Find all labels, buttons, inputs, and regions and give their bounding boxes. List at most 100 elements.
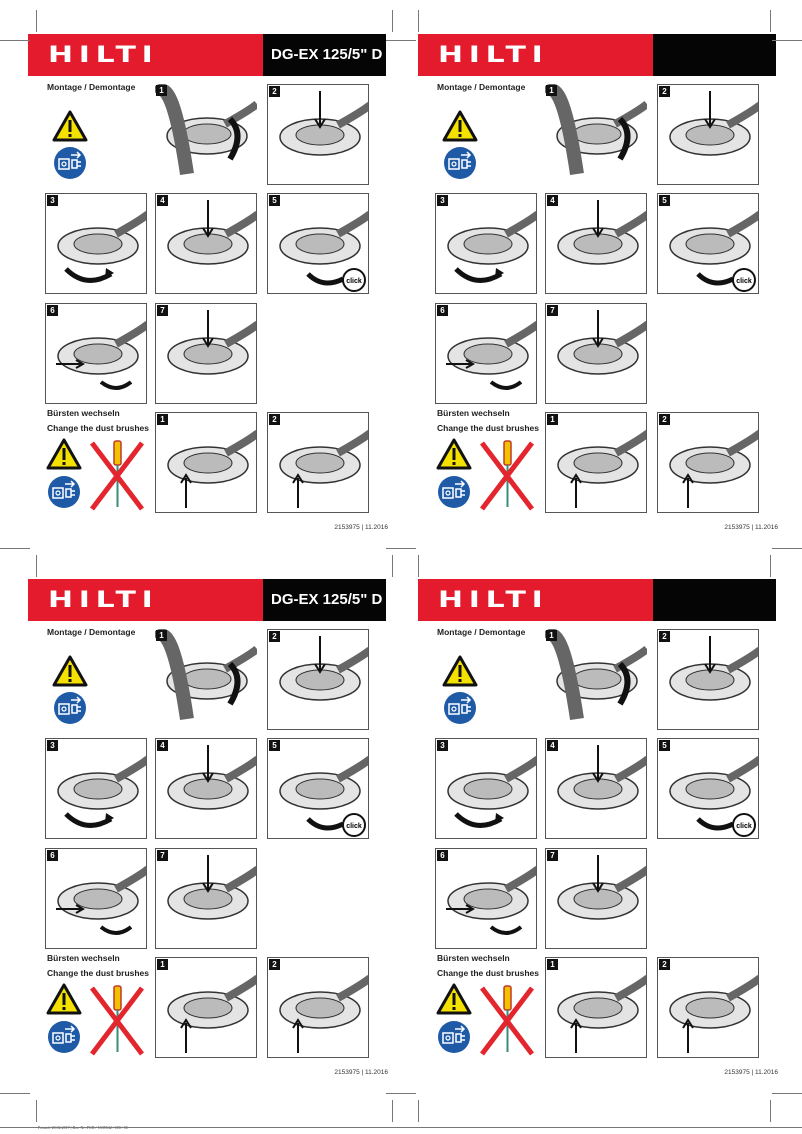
- step-number: 2: [269, 959, 280, 970]
- step-number: 2: [269, 86, 280, 97]
- model-title: DG-EX 125/5" D: [271, 591, 383, 608]
- section-title-assembly: Montage / Demontage: [437, 627, 526, 637]
- crop-mark: [386, 1093, 416, 1094]
- brush-step-illustration: 1: [155, 957, 257, 1058]
- header-model-bar: [263, 579, 386, 621]
- step-number: 1: [157, 959, 168, 970]
- unplug-icon: [47, 1020, 81, 1059]
- crop-mark: [386, 40, 416, 41]
- doc-reference: 2153975 | 11.2016: [724, 524, 778, 531]
- step-number: 3: [437, 740, 448, 751]
- step-illustration: 4: [545, 193, 647, 294]
- step-number: 5: [269, 195, 280, 206]
- step-number: 6: [47, 850, 58, 861]
- step-number: 4: [547, 740, 558, 751]
- step-illustration: 1: [545, 629, 647, 730]
- step-illustration: 3: [435, 193, 537, 294]
- step-number: 5: [269, 740, 280, 751]
- step-number: 1: [546, 630, 557, 641]
- section-title-brushes-en: Change the dust brushes: [437, 968, 540, 978]
- unplug-icon: [53, 146, 87, 185]
- hilti-logo: HILTI: [48, 587, 159, 613]
- crop-mark: [0, 1093, 30, 1094]
- unplug-icon: [437, 475, 471, 514]
- step-number: 1: [547, 414, 558, 425]
- step-number: 5: [659, 740, 670, 751]
- hilti-logo: HILTI: [48, 42, 159, 68]
- crop-mark: [772, 1093, 802, 1094]
- step-number: 2: [269, 414, 280, 425]
- step-illustration: 2: [267, 629, 369, 730]
- unplug-icon: [437, 1020, 471, 1059]
- warning-icon: [46, 983, 82, 1020]
- step-number: 2: [269, 631, 280, 642]
- no-screwdriver-icon: [86, 439, 148, 516]
- step-illustration: 1: [155, 629, 257, 730]
- warning-icon: [436, 438, 472, 475]
- instruction-panel: HILTI DG-EX 125/5" D Montage / Demontage 1 2…: [28, 579, 418, 1124]
- brush-step-illustration: 2: [657, 412, 759, 513]
- step-illustration: 4: [155, 738, 257, 839]
- crop-mark: [772, 548, 802, 549]
- section-title-assembly: Montage / Demontage: [47, 82, 136, 92]
- crop-mark: [36, 1100, 37, 1122]
- warning-icon: [442, 110, 478, 147]
- brush-step-illustration: 2: [267, 957, 369, 1058]
- step-number: 2: [659, 959, 670, 970]
- section-title-brushes-de: Bürsten wechseln: [47, 408, 120, 418]
- crop-mark: [386, 548, 416, 549]
- click-label: click: [346, 823, 362, 830]
- hilti-logo: HILTI: [438, 587, 549, 613]
- step-illustration: 7: [155, 848, 257, 949]
- step-illustration: 2: [657, 629, 759, 730]
- header-model-bar: [263, 34, 386, 76]
- section-title-assembly: Montage / Demontage: [47, 627, 136, 637]
- step-number: 5: [659, 195, 670, 206]
- section-title-brushes-de: Bürsten wechseln: [437, 408, 510, 418]
- step-number: 3: [437, 195, 448, 206]
- model-title: DG-EX 125/5" D: [271, 46, 383, 63]
- crop-mark: [392, 555, 393, 577]
- brush-step-illustration: 1: [545, 412, 647, 513]
- step-number: 7: [547, 850, 558, 861]
- crop-mark: [36, 555, 37, 577]
- crop-mark: [0, 548, 30, 549]
- section-title-brushes-en: Change the dust brushes: [47, 968, 150, 978]
- step-illustration: 2: [657, 84, 759, 185]
- step-number: 4: [157, 195, 168, 206]
- step-number: 1: [156, 85, 167, 96]
- step-number: 1: [546, 85, 557, 96]
- step-illustration: 2: [267, 84, 369, 185]
- doc-reference: 2153975 | 11.2016: [724, 1069, 778, 1076]
- step-illustration: 6: [435, 303, 537, 404]
- section-title-brushes-en: Change the dust brushes: [437, 423, 540, 433]
- step-illustration: 6: [435, 848, 537, 949]
- crop-mark: [36, 10, 37, 32]
- step-illustration: 7: [545, 303, 647, 404]
- doc-reference: 2153975 | 11.2016: [334, 1069, 388, 1076]
- step-illustration: 6: [45, 848, 147, 949]
- step-number: 1: [157, 414, 168, 425]
- unplug-icon: [443, 691, 477, 730]
- step-illustration: 4: [545, 738, 647, 839]
- crop-mark: [770, 1100, 771, 1122]
- step-number: 2: [659, 86, 670, 97]
- step-illustration: 7: [545, 848, 647, 949]
- step-number: 2: [659, 414, 670, 425]
- section-title-brushes-de: Bürsten wechseln: [47, 953, 120, 963]
- step-illustration: 1: [155, 84, 257, 185]
- step-number: 7: [157, 850, 168, 861]
- header-brand-bar: HILTI: [28, 579, 263, 621]
- step-number: 6: [437, 850, 448, 861]
- hilti-logo: HILTI: [438, 42, 549, 68]
- step-number: 3: [47, 740, 58, 751]
- warning-icon: [442, 655, 478, 692]
- step-illustration: 4: [155, 193, 257, 294]
- unplug-icon: [443, 146, 477, 185]
- crop-mark: [392, 10, 393, 32]
- step-illustration: 1: [545, 84, 647, 185]
